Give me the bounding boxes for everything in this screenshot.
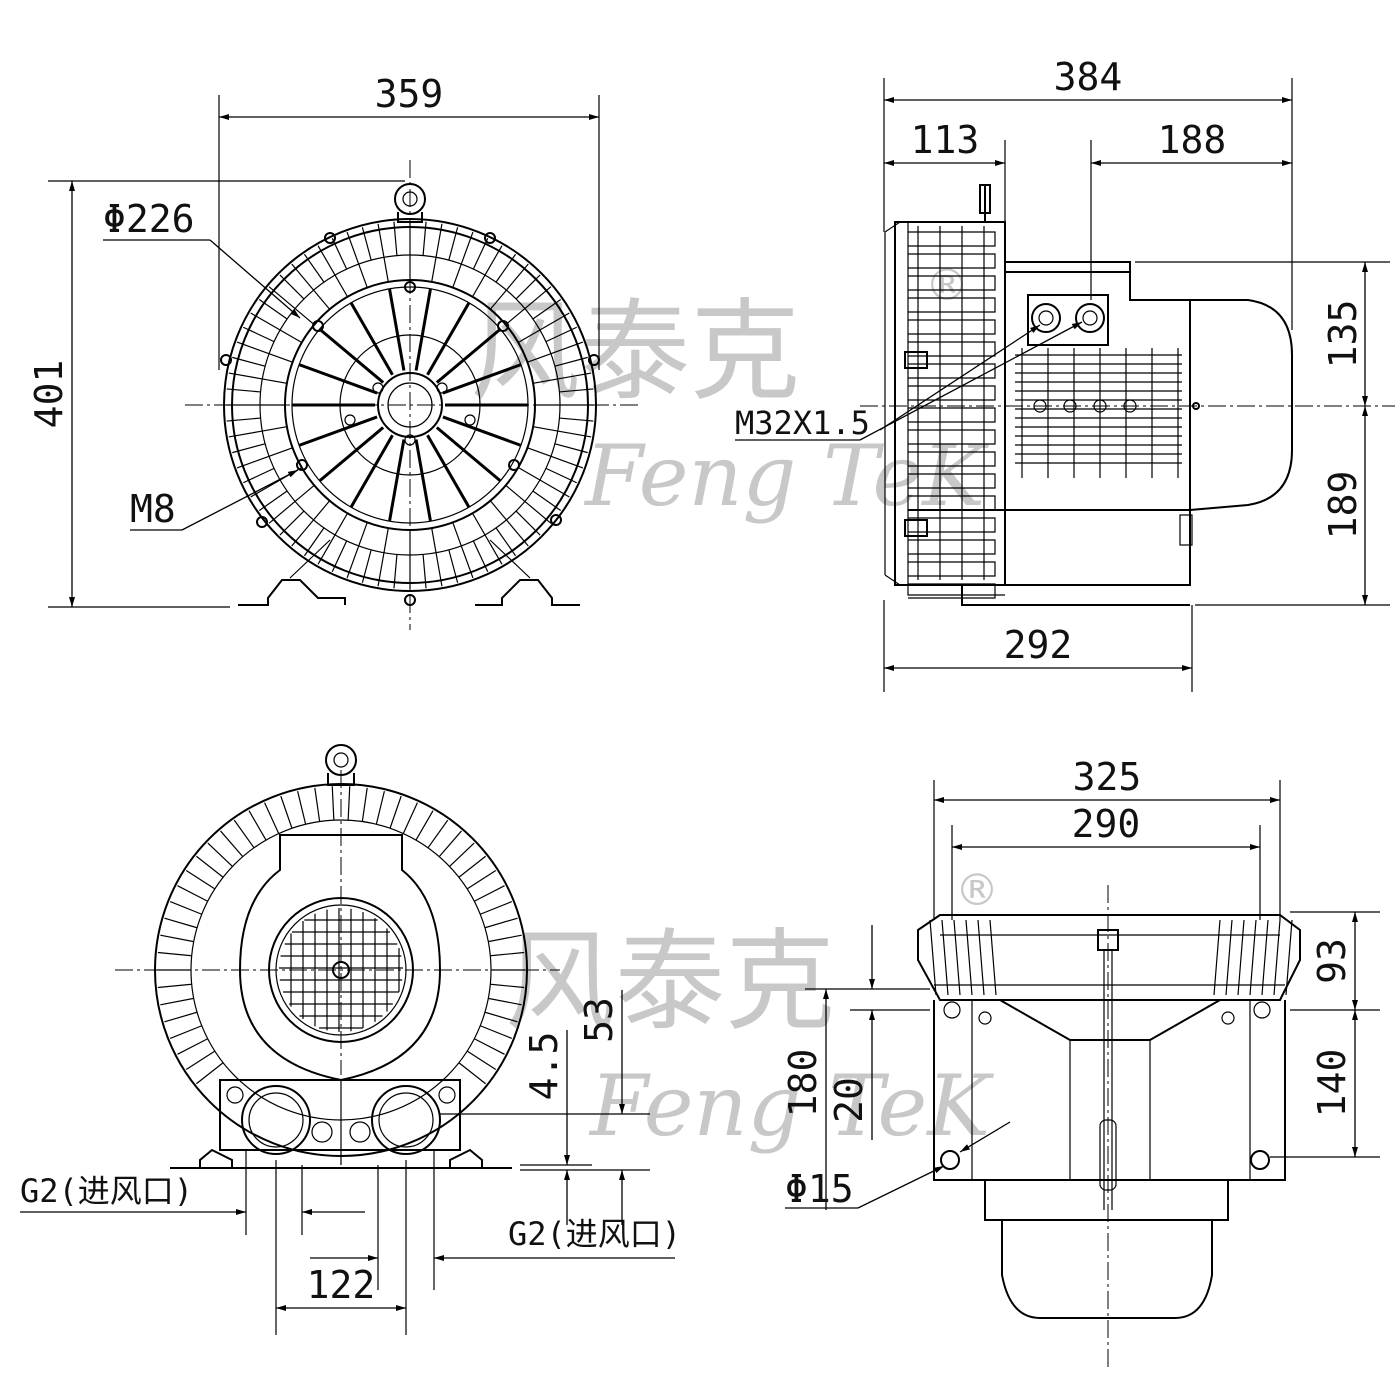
- watermark-en-bottom: Feng TeK: [588, 1057, 994, 1155]
- watermark-cn-top: 风泰克: [470, 288, 800, 416]
- dim-292: 292: [1004, 623, 1073, 667]
- dim-diameter-226: Φ226: [103, 197, 195, 241]
- dim-20: 20: [827, 1077, 871, 1123]
- label-m8: M8: [130, 487, 176, 531]
- rear-view: G2(进风口) G2(进风口) 122 53 4.5: [20, 744, 681, 1335]
- dim-290: 290: [1072, 802, 1141, 846]
- label-g2-inlet-left: G2(进风口): [20, 1172, 193, 1210]
- dim-359: 359: [375, 72, 444, 116]
- watermark-top: 风泰克 Feng TeK ®: [470, 260, 989, 525]
- side-view: 384 113 188 292 135 189 M32X1.5: [735, 55, 1395, 692]
- watermark-reg-bottom: ®: [955, 865, 999, 916]
- dim-180: 180: [781, 1049, 825, 1118]
- dim-diameter-15: Φ15: [785, 1167, 854, 1211]
- watermark-bottom: 风泰克 Feng TeK ®: [505, 865, 999, 1155]
- dim-325: 325: [1073, 755, 1142, 799]
- watermark-cn-bottom: 风泰克: [505, 918, 835, 1046]
- dim-140: 140: [1310, 1049, 1354, 1118]
- dim-384: 384: [1054, 55, 1123, 99]
- front-view: 359 401 Φ226 M8: [27, 72, 640, 630]
- dim-122: 122: [307, 1263, 376, 1307]
- top-view: 325 290 93 140 180 20 Φ15: [781, 755, 1380, 1370]
- dim-113: 113: [911, 118, 980, 162]
- dim-401: 401: [27, 360, 71, 429]
- label-m32x1-5: M32X1.5: [735, 404, 870, 442]
- watermark-en-top: Feng TeK: [583, 427, 989, 525]
- dim-189: 189: [1321, 471, 1365, 540]
- dim-53: 53: [577, 997, 621, 1043]
- label-g2-inlet-right: G2(进风口): [508, 1215, 681, 1253]
- dim-93: 93: [1310, 938, 1354, 984]
- dim-135: 135: [1321, 300, 1365, 369]
- dim-188: 188: [1158, 118, 1227, 162]
- dim-4-5: 4.5: [522, 1032, 566, 1101]
